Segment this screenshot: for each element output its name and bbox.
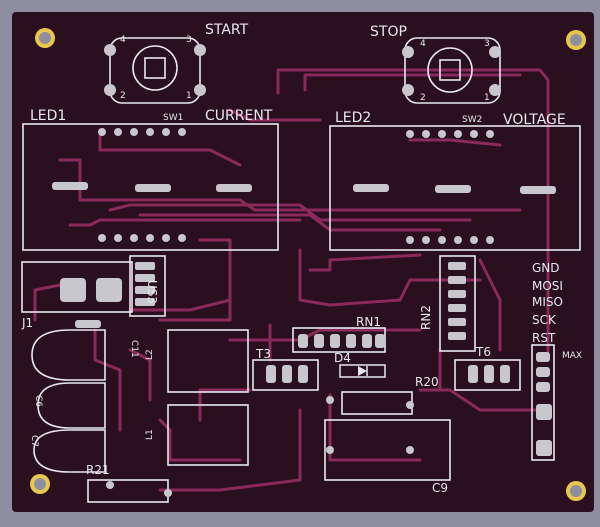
l2-label: L2 (145, 349, 155, 360)
t6-outline (454, 359, 521, 391)
silkscreen-outlines (21, 37, 581, 503)
r20-label: R20 (415, 375, 439, 389)
sw1-circle (132, 45, 178, 91)
sw1-pin-2: 2 (120, 91, 126, 101)
rn2-outline (439, 255, 476, 352)
current-label: CURRENT (205, 108, 273, 124)
c11-label: C11 (129, 340, 139, 358)
solder-pads (52, 44, 556, 497)
copper-traces (33, 68, 550, 492)
sw1-label: SW1 (163, 113, 183, 123)
j1-label: J1 (21, 316, 33, 330)
header-label-rst: RST (532, 331, 556, 345)
t3-outline (252, 359, 319, 391)
sw2-pin-3: 3 (484, 39, 490, 49)
sw2-circle (427, 47, 473, 93)
sw2-pin-4: 4 (420, 39, 426, 49)
sw2-pin-1: 1 (484, 93, 490, 103)
header-label-gnd: GND (532, 261, 560, 275)
sw2-pin-2: 2 (420, 93, 426, 103)
stop-label: STOP (370, 24, 407, 40)
sw1-square (144, 57, 166, 79)
d4-diode (339, 364, 386, 378)
j1-outline (21, 261, 133, 313)
c9-outline (324, 419, 451, 481)
c11-outline (31, 329, 106, 381)
header-label-mosi: MOSI (532, 279, 563, 293)
t3-label: T3 (255, 347, 271, 361)
sw2-body (404, 37, 501, 104)
r21-label: R21 (86, 463, 110, 477)
l2-outline (167, 329, 249, 393)
rn1-label: RN1 (356, 315, 381, 329)
d4-label: D4 (334, 351, 351, 365)
t6-label: T6 (475, 345, 491, 359)
sw1-pin-4: 4 (120, 35, 126, 45)
sw1-pin-1: 1 (186, 91, 192, 101)
led2-outline (329, 125, 581, 251)
us3-outline (129, 255, 166, 317)
c7-outline (33, 429, 106, 473)
c6-label: C6 (33, 395, 43, 407)
c9-label: C9 (432, 481, 448, 495)
header-label-sck: SCK (532, 313, 557, 327)
header-outline (531, 344, 555, 461)
l1-label: L1 (145, 429, 155, 440)
voltage-label: VOLTAGE (503, 112, 566, 128)
header-label-miso: MISO (532, 295, 563, 309)
sw2-square (439, 59, 461, 81)
mounting-holes (30, 28, 586, 501)
us3-label: US3 (145, 280, 159, 304)
start-label: START (205, 22, 249, 38)
l1-outline (167, 404, 249, 466)
sw2-label: SW2 (462, 115, 482, 125)
led2-label: LED2 (335, 110, 371, 126)
sw1-body (109, 37, 201, 104)
led1-label: LED1 (30, 108, 66, 124)
c7-label: C7 (29, 435, 39, 447)
led1-outline (22, 123, 279, 251)
rn2-label: RN2 (419, 305, 433, 330)
pcb-board (12, 12, 594, 512)
max-label: MAX (562, 351, 582, 361)
sw1-pin-3: 3 (186, 35, 192, 45)
button-centers (132, 45, 473, 93)
c6-outline (37, 382, 106, 429)
